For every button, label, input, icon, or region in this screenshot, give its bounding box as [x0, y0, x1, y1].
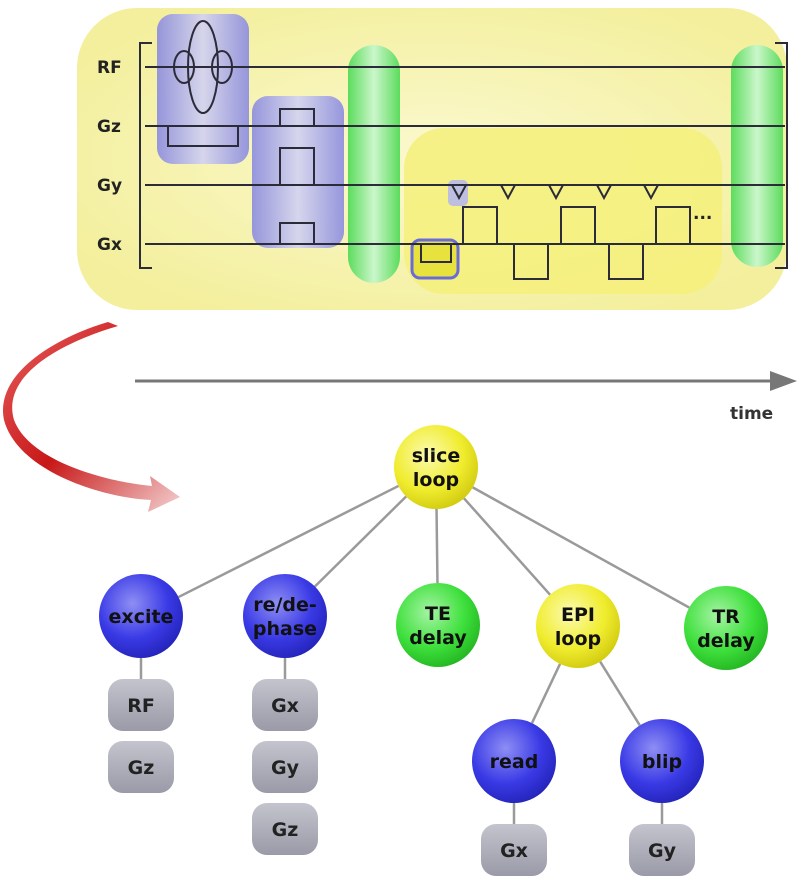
edge-root-excite	[177, 484, 400, 599]
tr-delay-bar	[731, 45, 783, 267]
excite-leaf-rf: RF	[108, 679, 174, 731]
rephase-leaf-gy-label: Gy	[271, 757, 300, 779]
tree-nodes: sliceloopexciteRFGzre/de-phaseGxGyGzTEde…	[99, 425, 768, 876]
hierarchy-arrow-icon	[2, 322, 181, 512]
tr-delay-node-label: TR	[712, 606, 740, 628]
rephase-leaf-gx-label: Gx	[271, 695, 299, 717]
blip-leaf-gy-label: Gy	[648, 840, 677, 862]
channel-label-rf: RF	[97, 58, 122, 78]
edge-epi-blip	[599, 661, 641, 726]
rephase-block	[252, 96, 344, 248]
tr-delay-node-circle	[684, 586, 768, 670]
rephase-leaf-gy-box	[252, 741, 318, 793]
read-node-label: read	[490, 751, 539, 773]
slice-loop-node-circle	[394, 425, 478, 509]
blip-leaf-gy-box	[629, 824, 695, 876]
tree-edges	[139, 484, 690, 824]
left-bracket	[139, 42, 152, 269]
slice-loop-node-label: loop	[413, 469, 459, 491]
excite-node-label: excite	[109, 606, 174, 628]
channel-label-gx: Gx	[97, 235, 122, 255]
te-delay-node-label: TE	[425, 603, 451, 625]
rephase-node-circle	[243, 574, 327, 658]
rf-pulse-icon	[173, 20, 233, 114]
rephase-leaf-gy: Gy	[252, 741, 318, 793]
blip-node-label: blip	[642, 751, 682, 773]
rephase-node: re/de-phase	[243, 574, 327, 658]
first-blip-block	[448, 180, 468, 206]
epi-loop-node-label: loop	[555, 628, 601, 650]
pulse-sequence-panel: RF Gz Gy Gx ...	[77, 8, 788, 310]
rephase-node-label: re/de-	[253, 594, 317, 616]
excite-leaf-gz: Gz	[108, 741, 174, 793]
rephase-node-label: phase	[253, 618, 317, 640]
te-delay-node-circle	[396, 583, 480, 667]
read-leaf-gx: Gx	[481, 824, 547, 876]
rephase-leaf-gz-box	[252, 803, 318, 855]
excite-block	[157, 14, 249, 164]
right-bracket	[775, 42, 788, 269]
prephase-block	[410, 238, 460, 280]
ellipsis-label: ...	[693, 204, 712, 224]
excite-node-circle	[99, 574, 183, 658]
blip-node: blip	[620, 719, 704, 803]
gradient-waveforms	[167, 108, 691, 280]
rephase-leaf-gx-box	[252, 679, 318, 731]
rephase-leaf-gz-label: Gz	[272, 819, 299, 841]
excite-leaf-rf-box	[108, 679, 174, 731]
slice-loop-node-label: slice	[412, 445, 460, 467]
te-delay-node-label: delay	[409, 627, 467, 649]
channel-label-gz: Gz	[97, 117, 121, 137]
edge-root-epi-loop	[463, 497, 551, 596]
rephase-leaf-gz: Gz	[252, 803, 318, 855]
channel-label-gy: Gy	[97, 176, 122, 196]
excite-leaf-gz-label: Gz	[128, 757, 155, 779]
time-axis-label: time	[730, 404, 773, 424]
blip-node-circle	[620, 719, 704, 803]
excite-node: excite	[99, 574, 183, 658]
time-axis: time	[135, 371, 797, 424]
excite-leaf-gz-box	[108, 741, 174, 793]
read-leaf-gx-box	[481, 824, 547, 876]
excite-leaf-rf-label: RF	[127, 695, 155, 717]
te-delay-bar	[348, 45, 400, 283]
edge-epi-read	[530, 663, 562, 724]
rephase-leaf-gx: Gx	[252, 679, 318, 731]
tr-delay-node-label: delay	[697, 630, 755, 652]
edge-root-rephase	[314, 495, 407, 588]
blip-leaf-gy: Gy	[629, 824, 695, 876]
read-node: read	[472, 719, 556, 803]
epi-loop-node-circle	[536, 584, 620, 668]
epi-loop-node-label: EPI	[561, 604, 595, 626]
edge-root-te-delay	[435, 508, 439, 584]
read-node-circle	[472, 719, 556, 803]
read-leaf-gx-label: Gx	[500, 840, 528, 862]
edge-root-tr-delay	[472, 486, 690, 609]
